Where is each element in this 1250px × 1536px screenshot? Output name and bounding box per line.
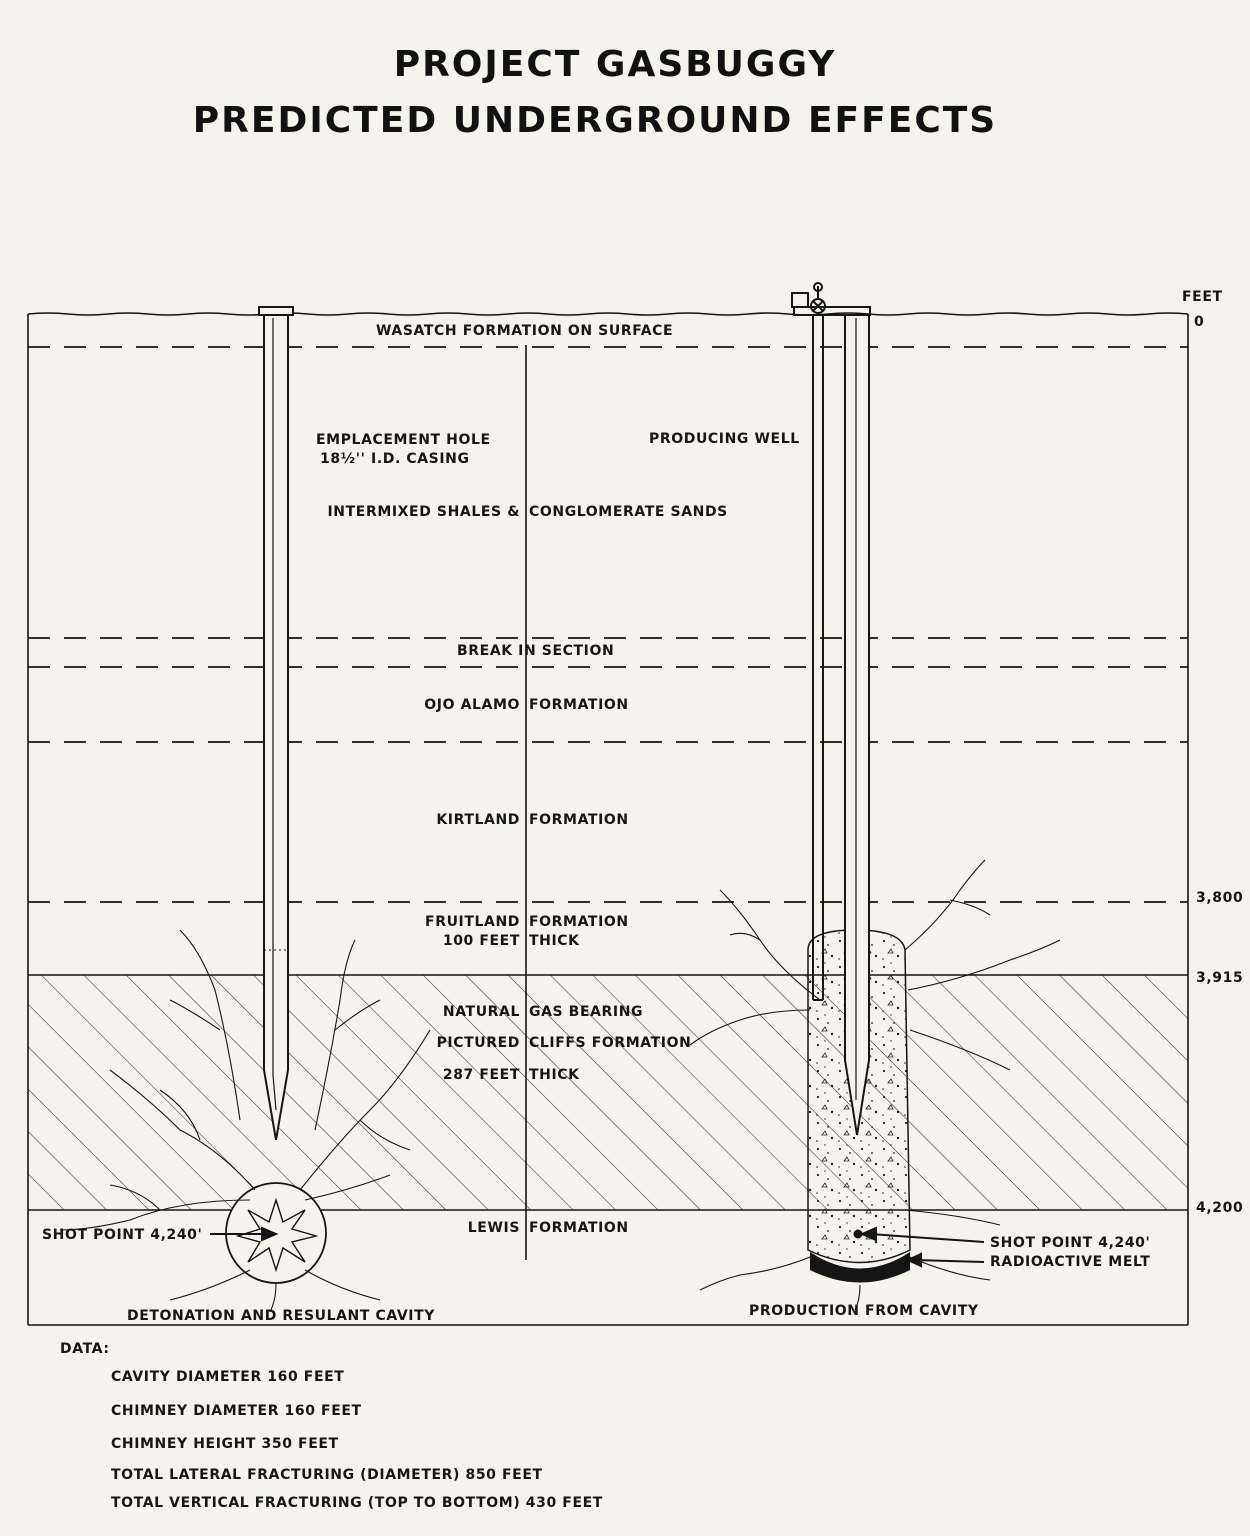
page-subtitle: PREDICTED UNDERGROUND EFFECTS xyxy=(192,100,998,141)
lewis-formation-label: FORMATION xyxy=(529,1220,629,1236)
fruitland-thick-label: THICK xyxy=(529,933,580,949)
data-item: TOTAL VERTICAL FRACTURING (TOP TO BOTTOM… xyxy=(111,1495,603,1511)
break-in-section-label: BREAK IN SECTION xyxy=(457,643,615,659)
surface-label: WASATCH FORMATION ON SURFACE xyxy=(376,323,674,339)
data-item: CHIMNEY DIAMETER 160 FEET xyxy=(111,1403,362,1419)
emplacement-hole-label: EMPLACEMENT HOLE xyxy=(316,432,491,448)
section-frame xyxy=(27,312,1189,1326)
shot-point-right-label: SHOT POINT 4,240' xyxy=(990,1235,1151,1251)
pictured-label: PICTURED xyxy=(436,1035,520,1051)
data-heading: DATA: xyxy=(60,1341,110,1357)
detonation-caption: DETONATION AND RESULANT CAVITY xyxy=(127,1308,435,1324)
data-item: TOTAL LATERAL FRACTURING (DIAMETER) 850 … xyxy=(111,1467,543,1483)
gas-thick-label: THICK xyxy=(529,1067,580,1083)
depth-tick-3800: 3,800 xyxy=(1196,890,1244,906)
gas-thickness-label: 287 FEET xyxy=(442,1067,520,1083)
data-item: CHIMNEY HEIGHT 350 FEET xyxy=(111,1436,339,1452)
depth-tick-0: 0 xyxy=(1194,314,1205,330)
ojo-formation-label: FORMATION xyxy=(529,697,629,713)
producing-well xyxy=(791,282,871,1001)
ojo-alamo-label: OJO ALAMO xyxy=(424,697,520,713)
fruitland-label: FRUITLAND xyxy=(425,914,520,930)
intermixed-right-label: CONGLOMERATE SANDS xyxy=(529,504,728,520)
depth-unit-label: FEET xyxy=(1182,289,1223,305)
depth-tick-3915: 3,915 xyxy=(1196,970,1244,986)
data-item: CAVITY DIAMETER 160 FEET xyxy=(111,1369,345,1385)
kirtland-formation-label: FORMATION xyxy=(529,812,629,828)
cliffs-formation-label: CLIFFS FORMATION xyxy=(529,1035,692,1051)
shot-point-left-label: SHOT POINT 4,240' xyxy=(42,1227,203,1243)
fracture-lines xyxy=(59,859,1061,1313)
gas-bearing-label: GAS BEARING xyxy=(529,1004,644,1020)
radioactive-melt-label: RADIOACTIVE MELT xyxy=(990,1254,1151,1270)
casing-label: 18½'' I.D. CASING xyxy=(320,451,470,467)
fruitland-thickness-label: 100 FEET xyxy=(442,933,520,949)
intermixed-left-label: INTERMIXED SHALES & xyxy=(327,504,520,520)
dashed-boundaries xyxy=(28,346,1188,903)
gas-bearing-hatch xyxy=(28,975,1188,1210)
page-title: PROJECT GASBUGGY xyxy=(393,44,837,85)
fruitland-formation-label: FORMATION xyxy=(529,914,629,930)
chimney-rubble xyxy=(807,314,911,1283)
shot-arrows xyxy=(210,1226,985,1268)
emplacement-hole xyxy=(258,306,294,1141)
producing-well-label: PRODUCING WELL xyxy=(649,431,800,447)
production-caption: PRODUCTION FROM CAVITY xyxy=(749,1303,979,1319)
lewis-label: LEWIS xyxy=(467,1220,520,1236)
kirtland-label: KIRTLAND xyxy=(436,812,520,828)
depth-tick-4200: 4,200 xyxy=(1196,1200,1244,1216)
natural-label: NATURAL xyxy=(442,1004,520,1020)
